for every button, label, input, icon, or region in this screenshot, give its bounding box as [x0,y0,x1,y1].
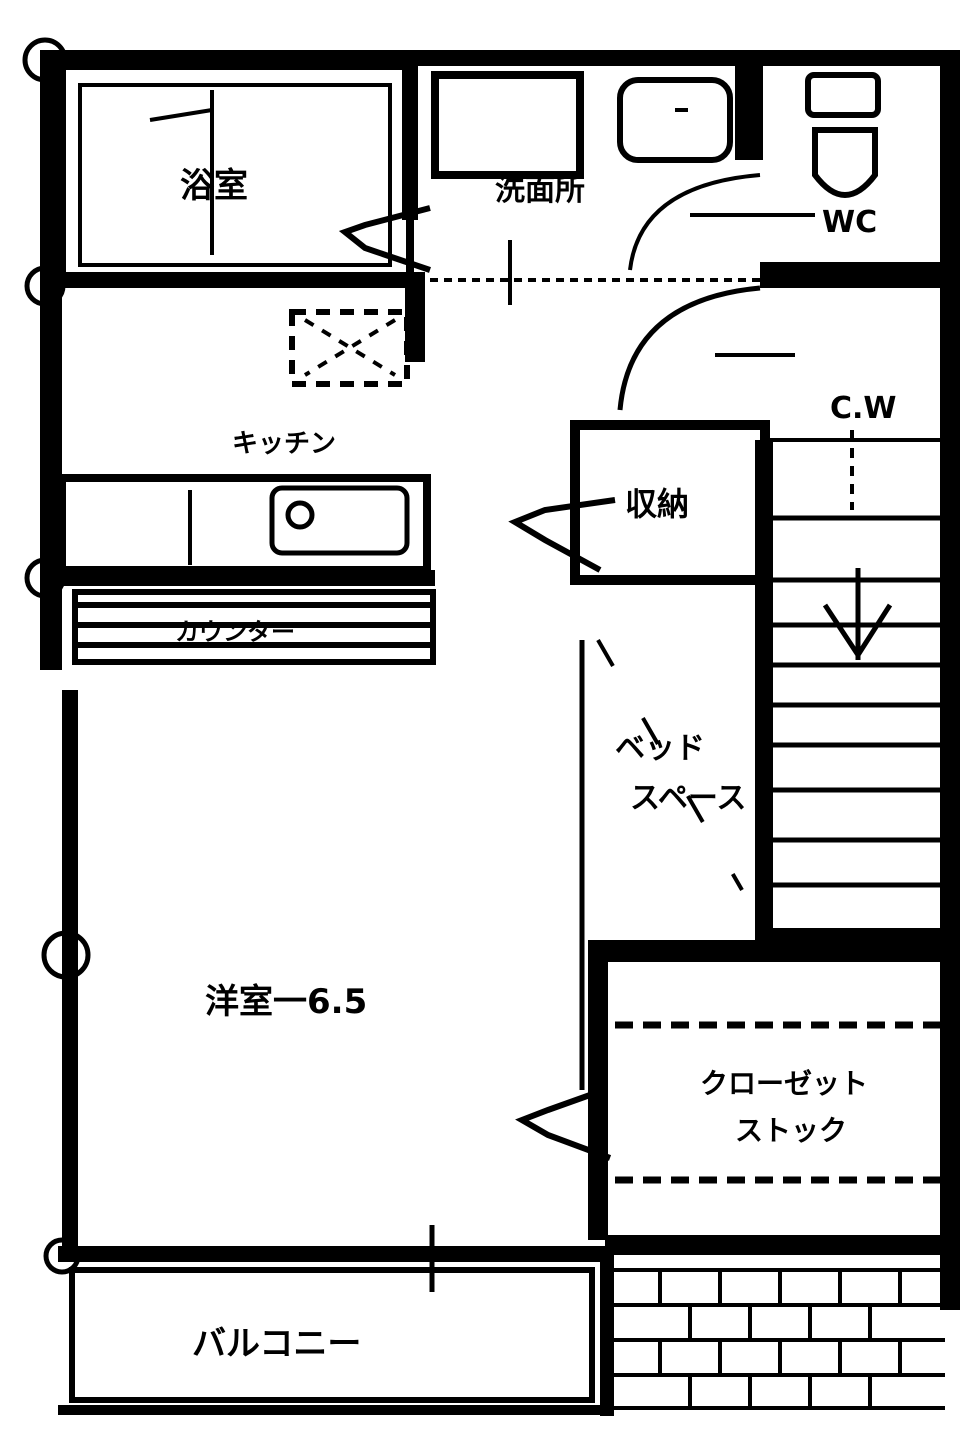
wic-label: C.W [830,391,897,426]
upper-partition [40,272,420,286]
balcony-label: バルコニー [192,1324,361,1364]
bath-washroom-wall [402,60,418,220]
closet-label-2: ストック [735,1114,847,1147]
brick-hatch [614,1268,945,1410]
toilet [690,72,881,217]
closet-label-1: クローゼット [700,1067,868,1100]
washroom-toilet-wall [735,60,763,160]
washroom [338,71,761,305]
washroom-label: 洗面所 [495,173,585,208]
counter-label: カウンター [175,618,295,646]
wic-area [617,285,940,510]
balcony [69,1267,595,1403]
western-room-label: 洋室一6.5 [205,982,367,1022]
bed-space-label-2: スペース [630,781,746,816]
bed-space [579,639,744,1090]
stairs [755,440,960,945]
outer-walls [40,50,960,1416]
storage-label: 収納 [625,485,689,523]
toilet-label: WC [822,205,877,240]
closet-stock [515,940,960,1255]
kitchen-label: キッチン [232,429,336,459]
counter [40,570,436,665]
bed-space-label-1: ベッド [615,731,705,766]
bath-label: 浴室 [180,166,248,206]
